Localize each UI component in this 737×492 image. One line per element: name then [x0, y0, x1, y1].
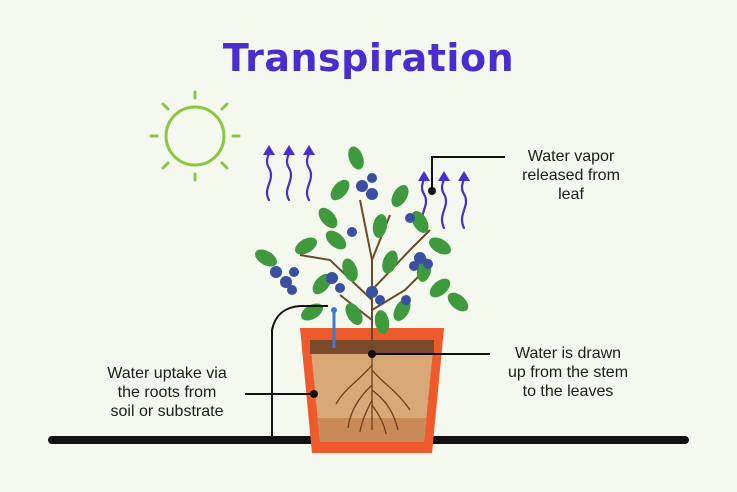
- leaves: [255, 146, 469, 334]
- uptake-label: Water uptake via the roots from soil or …: [107, 365, 227, 420]
- drawn-label: Water is drawn up from the stem to the l…: [507, 345, 629, 400]
- blueberries: [270, 173, 433, 305]
- page-title: Transpiration: [222, 36, 515, 80]
- callout-lines: [245, 156, 505, 440]
- water-drop-icon: [331, 307, 337, 348]
- sun-icon: [149, 90, 241, 182]
- vapor-arrowheads: [263, 145, 470, 181]
- vapor-label: Water vapor released from leaf: [522, 148, 620, 203]
- callout-dots: [310, 187, 436, 398]
